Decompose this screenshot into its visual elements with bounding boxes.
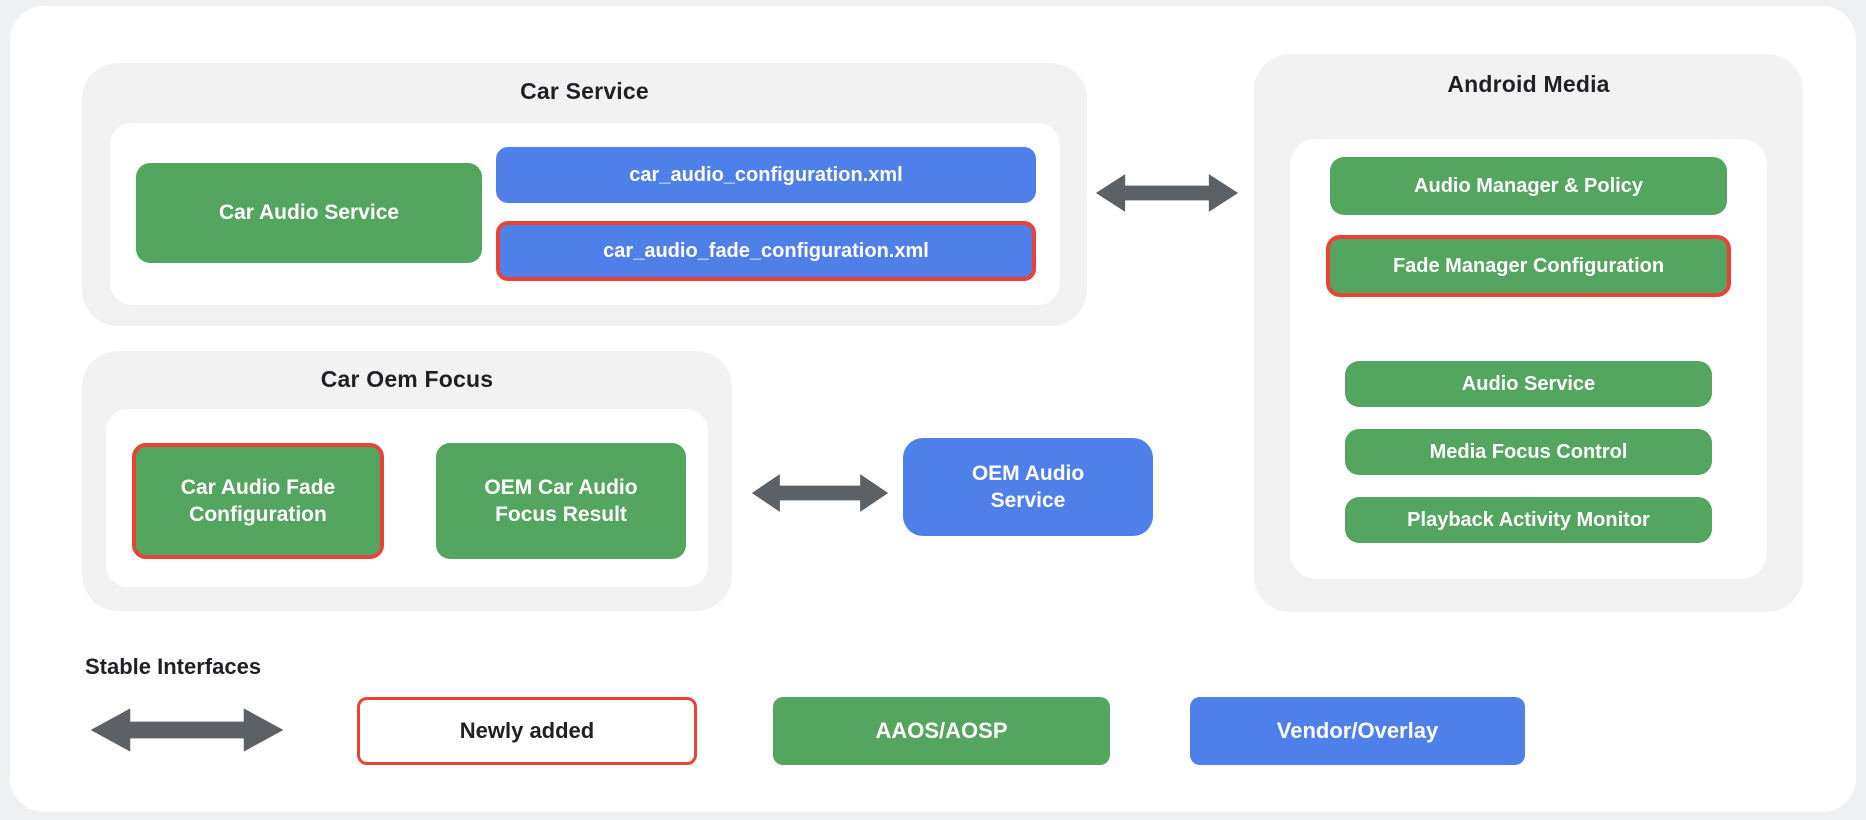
car-audio-configuration-xml-node: car_audio_configuration.xml xyxy=(496,147,1036,203)
diagram-canvas: Car Service Car Audio Service car_audio_… xyxy=(10,6,1856,812)
legend-aaos-aosp: AAOS/AOSP xyxy=(773,697,1110,765)
android-media-group: Android Media Audio Manager & Policy Fad… xyxy=(1254,54,1803,612)
legend-newly-added: Newly added xyxy=(357,697,697,765)
android-media-title: Android Media xyxy=(1447,71,1610,97)
car-oem-focus-inner-panel: Car Audio Fade Configuration OEM Car Aud… xyxy=(106,409,708,587)
car-oem-focus-title: Car Oem Focus xyxy=(320,366,494,392)
stable-interfaces-double-arrow-icon xyxy=(88,706,286,754)
audio-manager-policy-node: Audio Manager & Policy xyxy=(1330,157,1727,215)
car-audio-fade-configuration-node: Car Audio Fade Configuration xyxy=(132,443,384,559)
car-audio-service-node: Car Audio Service xyxy=(136,163,482,263)
double-arrow-icon xyxy=(750,472,890,514)
fade-manager-configuration-node: Fade Manager Configuration xyxy=(1326,235,1731,297)
car-service-inner-panel: Car Audio Service car_audio_configuratio… xyxy=(110,123,1060,305)
oem-audio-service-node: OEM Audio Service xyxy=(903,438,1153,536)
oem-car-audio-focus-result-node: OEM Car Audio Focus Result xyxy=(436,443,686,559)
car-service-group: Car Service Car Audio Service car_audio_… xyxy=(82,63,1087,326)
car-oem-focus-group: Car Oem Focus Car Audio Fade Configurati… xyxy=(82,351,732,611)
legend-vendor-overlay: Vendor/Overlay xyxy=(1190,697,1525,765)
media-focus-control-node: Media Focus Control xyxy=(1345,429,1712,475)
audio-service-node: Audio Service xyxy=(1345,361,1712,407)
car-service-title: Car Service xyxy=(520,78,649,104)
playback-activity-monitor-node: Playback Activity Monitor xyxy=(1345,497,1712,543)
android-media-inner-panel: Audio Manager & Policy Fade Manager Conf… xyxy=(1290,139,1767,579)
stable-interfaces-label: Stable Interfaces xyxy=(85,654,262,679)
double-arrow-icon xyxy=(1094,172,1240,214)
car-audio-fade-configuration-xml-node: car_audio_fade_configuration.xml xyxy=(496,221,1036,281)
